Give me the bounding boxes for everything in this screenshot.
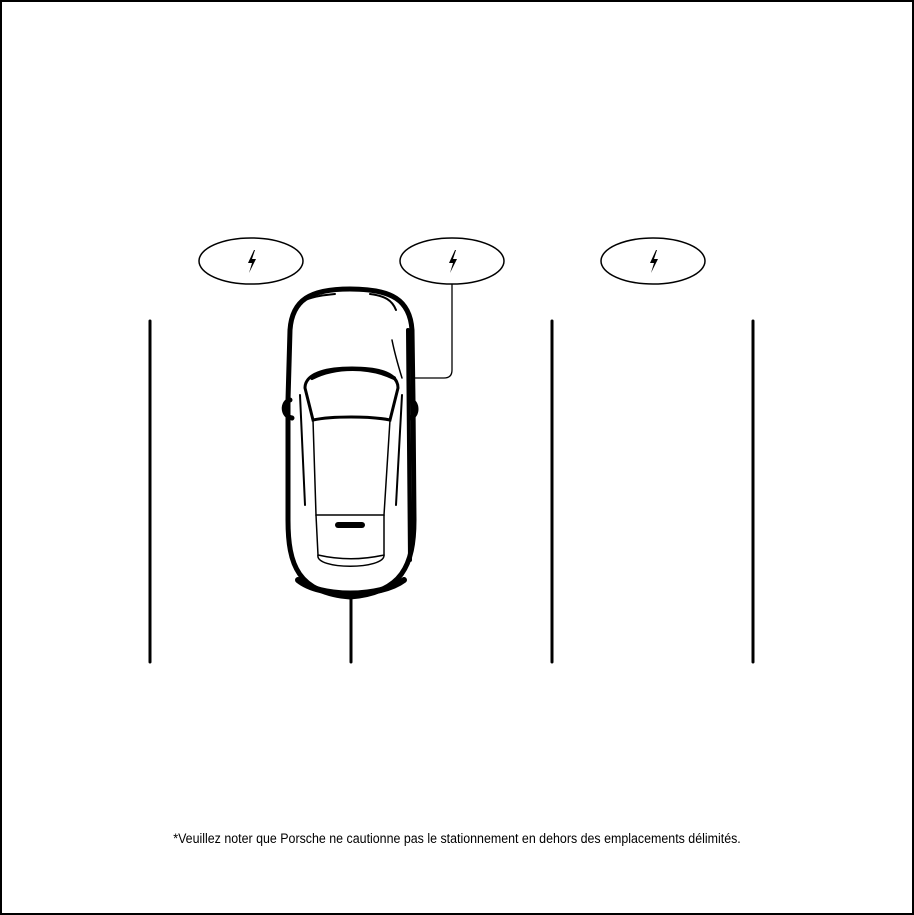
charging-spot — [198, 237, 304, 285]
footnote: *Veuillez noter que Porsche ne cautionne… — [173, 831, 741, 846]
lightning-bolt-icon — [650, 250, 658, 273]
lightning-bolt-icon — [449, 250, 457, 273]
parking-lines — [148, 319, 755, 664]
car-top-view — [281, 286, 419, 600]
charging-spot — [399, 237, 505, 285]
charging-spot — [600, 237, 706, 285]
charging-cable — [408, 284, 453, 379]
lightning-bolt-icon — [248, 250, 256, 273]
